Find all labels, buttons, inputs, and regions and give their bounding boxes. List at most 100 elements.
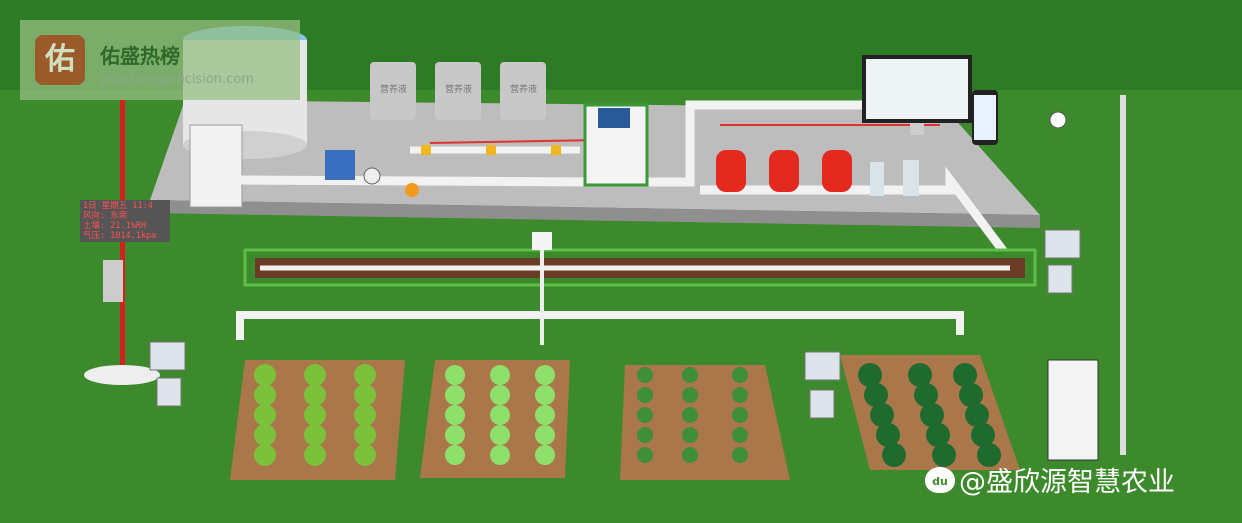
crop-plant <box>304 404 326 426</box>
crop-plant <box>682 427 698 443</box>
led-line: 土壤: 21.1%RH <box>83 221 147 231</box>
crop-plant <box>535 385 555 405</box>
crop-plant <box>354 364 376 386</box>
crop-plant <box>254 364 276 386</box>
crop-plant <box>445 385 465 405</box>
crop-plant <box>254 404 276 426</box>
crop-plant <box>977 443 1001 467</box>
monitor-screen <box>866 59 968 119</box>
crop-plant <box>304 384 326 406</box>
crop-plant <box>637 407 653 423</box>
crop-plant <box>490 425 510 445</box>
crop-plant <box>637 387 653 403</box>
nutrient-tank <box>435 62 481 120</box>
nutrient-tank <box>500 62 546 120</box>
crop-plant <box>445 425 465 445</box>
crop-plant <box>445 445 465 465</box>
watermark-name: 佑盛热榜 <box>100 44 180 68</box>
filter <box>903 160 919 196</box>
crop-plant <box>445 365 465 385</box>
crop-plant <box>254 424 276 446</box>
tank-label: 营养液 <box>380 85 408 95</box>
signal-wire <box>429 124 940 144</box>
crop-plant <box>920 403 944 427</box>
crop-plant <box>965 403 989 427</box>
machine-screen <box>598 108 630 128</box>
crop-plant <box>535 425 555 445</box>
tank-label: 营养液 <box>510 85 538 95</box>
crop-plant <box>959 383 983 407</box>
watermark: 佑 佑盛热榜 youshengprecision.com <box>20 20 300 100</box>
crop-plant <box>254 384 276 406</box>
weather-led-display: 1日 星期五 11:4 风向: 东南 土壤: 21.1%RH 气压: 1014.… <box>80 200 170 242</box>
water-pump <box>325 150 355 180</box>
crop-plant <box>490 405 510 425</box>
sand-filters <box>716 150 852 192</box>
crop-plant <box>254 444 276 466</box>
crop-plant <box>932 443 956 467</box>
crop-plant <box>682 367 698 383</box>
crop-plant <box>535 405 555 425</box>
monitor-stand <box>910 123 924 135</box>
crop-plant <box>637 367 653 383</box>
phone-screen <box>974 95 996 140</box>
crop-plant <box>858 363 882 387</box>
crop-plant <box>908 363 932 387</box>
crop-plant <box>682 407 698 423</box>
crop-plant <box>535 445 555 465</box>
crop-plant <box>870 403 894 427</box>
tank-label: 营养液 <box>445 85 473 95</box>
crop-plant <box>682 447 698 463</box>
crop-plant <box>914 383 938 407</box>
crop-plant <box>864 383 888 407</box>
baidu-paw-icon: du <box>925 466 955 493</box>
crop-plant <box>732 367 748 383</box>
crop-plant <box>682 387 698 403</box>
credit-text: @盛欣源智慧农业 <box>959 467 1175 498</box>
solar-sensor-stations <box>149 229 1081 419</box>
crop-plant <box>637 447 653 463</box>
camera-pole <box>1120 95 1126 455</box>
crop-plant <box>354 444 376 466</box>
crop-plant <box>953 363 977 387</box>
crop-plant <box>637 427 653 443</box>
crop-plant <box>490 385 510 405</box>
led-line: 风向: 东南 <box>83 211 128 221</box>
crop-plant <box>732 427 748 443</box>
crop-plant <box>490 445 510 465</box>
filter <box>870 162 884 196</box>
camera-icon <box>1049 111 1067 129</box>
pressure-gauge <box>363 167 381 185</box>
led-line: 1日 星期五 11:4 <box>83 201 153 211</box>
crop-plant <box>732 407 748 423</box>
electrical-cabinet <box>189 124 243 208</box>
field-pipe <box>236 311 964 340</box>
crop-plant <box>971 423 995 447</box>
credit-watermark: du @盛欣源智慧农业 <box>925 460 1175 499</box>
crop-plant <box>876 423 900 447</box>
platform-edge <box>150 200 1040 228</box>
crop-plant <box>882 443 906 467</box>
control-box <box>103 260 123 302</box>
watermark-logo: 佑 <box>35 35 85 85</box>
crop-plant <box>354 384 376 406</box>
weather-station-base <box>84 365 160 385</box>
crop-plant <box>304 364 326 386</box>
crop-plant <box>732 447 748 463</box>
crop-plant <box>445 405 465 425</box>
crop-plant <box>354 424 376 446</box>
crop-plant <box>926 423 950 447</box>
watermark-url: youshengprecision.com <box>100 72 254 87</box>
crop-plant <box>304 444 326 466</box>
soil-sensor-pole <box>540 235 544 345</box>
crop-plant <box>490 365 510 385</box>
gate-valve <box>405 183 419 197</box>
crop-plant <box>304 424 326 446</box>
led-line: 气压: 1014.1kpa <box>83 231 157 241</box>
crop-plant <box>354 404 376 426</box>
nutrient-tank <box>370 62 416 120</box>
soil-sensor <box>532 232 552 250</box>
control-cabinet <box>1047 359 1099 461</box>
crop-plant <box>732 387 748 403</box>
crop-plant <box>535 365 555 385</box>
